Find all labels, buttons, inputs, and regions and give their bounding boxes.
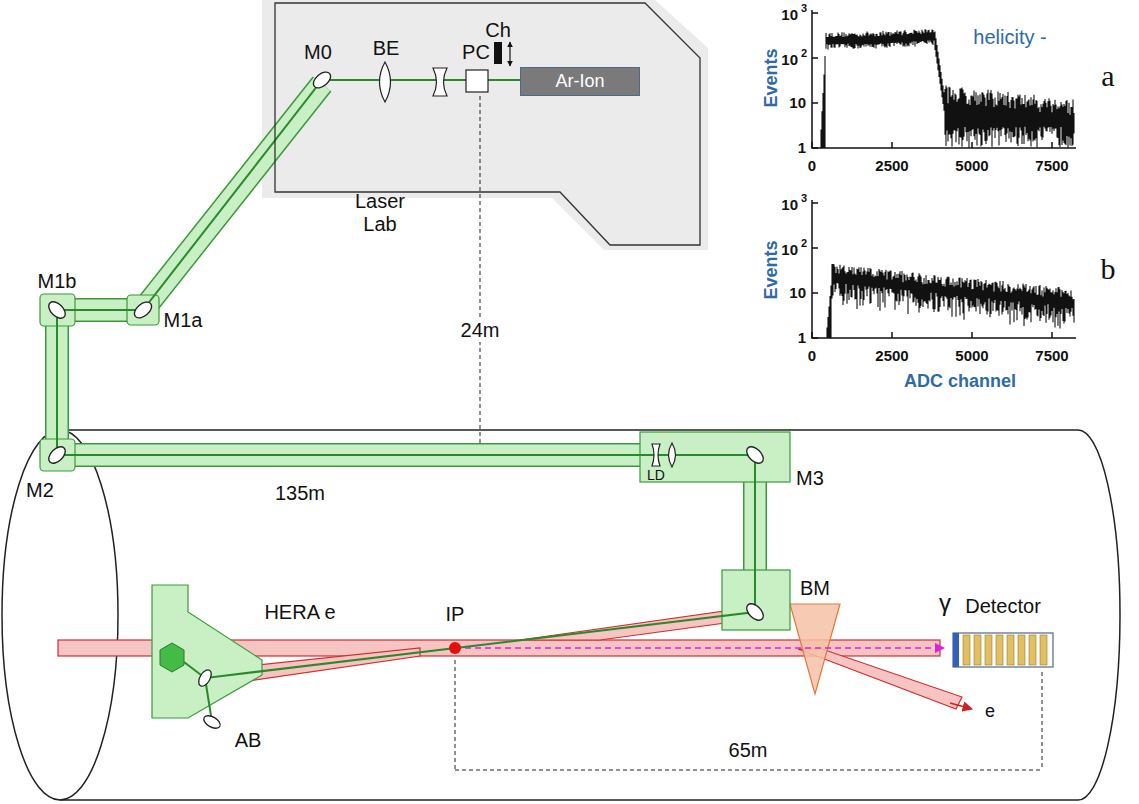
part-label: 24m: [458, 318, 503, 342]
part-label: M1a: [164, 309, 203, 331]
tick-label: 7500: [1035, 348, 1068, 365]
part-label: 65m: [729, 739, 768, 761]
detector-segment: [1007, 635, 1014, 665]
detector-segment: [974, 635, 981, 665]
mirror-label: M0: [304, 41, 332, 63]
part-label: γ: [939, 590, 951, 616]
detector-window: [953, 633, 959, 667]
plot-axis: [812, 10, 1076, 338]
part-label: e: [985, 702, 995, 722]
laser-label: Ar-Ion: [555, 71, 604, 92]
optics: [380, 62, 676, 467]
tick-label: 5000: [955, 158, 988, 175]
axis-title: Events: [762, 48, 782, 107]
bending-magnet: [790, 604, 840, 694]
laser-pipe: [57, 84, 755, 600]
tick-label: 10: [781, 7, 798, 24]
plot-title: helicity -: [973, 26, 1046, 48]
tick-label: 10: [789, 285, 806, 302]
dimension-line: [455, 96, 1042, 770]
detector-segment: [996, 635, 1003, 665]
absorber: [160, 643, 184, 672]
detector-body: [951, 632, 1055, 668]
detector-label: Detector: [948, 594, 1058, 618]
tick-label: 1: [798, 330, 806, 347]
part-label: LD: [647, 468, 665, 483]
tick-label: 2500: [875, 348, 908, 365]
chopper: [494, 42, 502, 64]
chopper-arrow: [509, 42, 510, 66]
detector-segment: [963, 635, 970, 665]
detector-segment: [1029, 635, 1036, 665]
interaction-point: [449, 642, 461, 654]
mirror-box: [40, 294, 790, 718]
part-label: AB: [235, 729, 262, 751]
tick-label: 10: [781, 242, 798, 259]
lab-outline: [262, 0, 708, 250]
part-label: M1b: [38, 270, 77, 292]
part-label: IP: [446, 603, 465, 625]
electron-arrow: [950, 703, 972, 709]
tick-label: 5000: [955, 348, 988, 365]
detector-segment: [1018, 635, 1025, 665]
chopper-label: Ch: [485, 19, 511, 41]
part-label: b: [1101, 252, 1116, 285]
tick-label: 2500: [875, 158, 908, 175]
lab-ground: [262, 0, 708, 250]
lens-label: BE: [373, 37, 400, 59]
detector-segment: [1040, 635, 1047, 665]
tick-label: 0: [808, 158, 816, 175]
tick-label: 10: [781, 52, 798, 69]
tick-label: 1: [798, 140, 806, 157]
tunnel-outline: [2, 430, 1120, 800]
laser-box: Ar-Ion: [520, 67, 640, 96]
tick-label: 2: [801, 47, 807, 59]
tick-label: 10: [781, 197, 798, 214]
part-label: M3: [796, 467, 824, 489]
panel-letter: a: [1101, 59, 1114, 92]
tick-label: 7500: [1035, 158, 1068, 175]
photon-line: [455, 647, 944, 649]
part-label: BM: [800, 577, 830, 599]
mirror: [46, 69, 767, 731]
tick-label: 3: [801, 192, 807, 204]
tick-label: 2: [801, 237, 807, 249]
tick-label: ADC channel: [904, 372, 1016, 392]
region-label: Laser Lab: [345, 190, 415, 236]
tick-label: 3: [801, 2, 807, 14]
detector-segment: [985, 635, 992, 665]
lab-region: Ar-IonLaser Lab: [262, 0, 708, 250]
detector: Detector: [948, 594, 1058, 670]
detector-body: [953, 633, 1053, 667]
part-label: M2: [26, 479, 54, 501]
tick-label: 0: [808, 348, 816, 365]
part-label: 135m: [275, 482, 325, 504]
lab-outline: [275, 3, 700, 245]
axis-title: Events: [762, 240, 782, 299]
laser-beam: [57, 80, 755, 722]
pockels-label: PC: [462, 41, 490, 63]
histogram-trace: [826, 264, 1074, 338]
histogram: [820, 29, 1074, 338]
tick-label: 10: [789, 95, 806, 112]
part-label: HERA e: [264, 601, 335, 623]
